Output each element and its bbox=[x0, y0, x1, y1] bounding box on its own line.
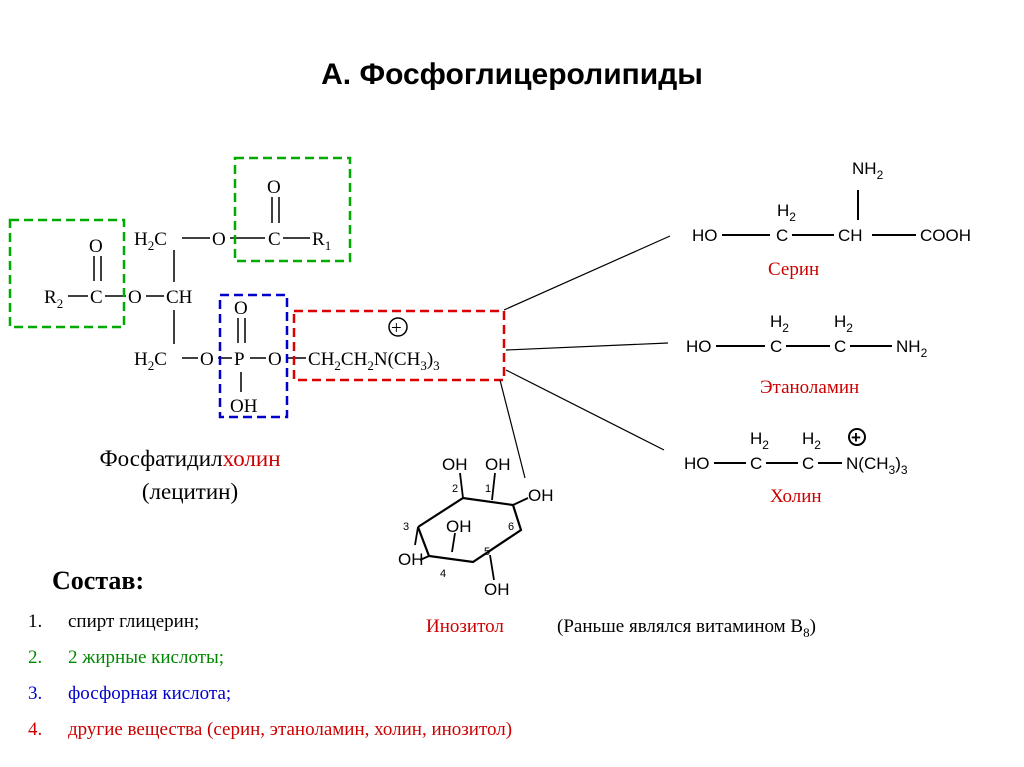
connector-inositol bbox=[499, 379, 526, 479]
ch-mid: CH bbox=[166, 287, 193, 308]
lecithin-alt-name: (лецитин) bbox=[141, 479, 239, 504]
inositol-c6: 6 bbox=[508, 521, 514, 533]
ethanolamine-label: Этаноламин bbox=[760, 377, 859, 398]
carbonyl-o-mid: O bbox=[89, 236, 103, 257]
item-text: 2 жирные кислоты; bbox=[68, 647, 225, 668]
ester-o-mid: O bbox=[128, 287, 142, 308]
inositol-oh-5: OH bbox=[484, 580, 510, 599]
choline-n-ch3: N(CH3)3 bbox=[846, 454, 908, 477]
inositol-oh-axial: OH bbox=[446, 517, 472, 536]
connector-serine bbox=[503, 235, 671, 311]
fatty-acid-box-2 bbox=[8, 218, 126, 329]
r1-group: R1 bbox=[312, 229, 331, 253]
serine-structure: HO C H2 CH NH2 COOH Серин bbox=[692, 159, 971, 280]
ethanolamine-c1: C bbox=[770, 337, 782, 356]
ethanolamine-h2-2: H2 bbox=[834, 312, 853, 335]
phosphate-box bbox=[218, 293, 289, 419]
connector-ethanolamine bbox=[505, 342, 669, 351]
item-number: 3. bbox=[28, 683, 43, 704]
lecithin-name-main: Фосфатидил bbox=[99, 446, 223, 471]
n-plus-charge: + bbox=[391, 318, 402, 339]
item-number: 2. bbox=[28, 647, 43, 668]
serine-ch: CH bbox=[838, 226, 863, 245]
inositol-note: (Раньше являлся витамином B8) bbox=[557, 616, 816, 640]
carbonyl-c-mid: C bbox=[90, 287, 103, 308]
h2c-bottom: H2C bbox=[134, 349, 167, 373]
serine-h2: H2 bbox=[777, 201, 796, 224]
composition-item-2: 2. 2 жирные кислоты; bbox=[28, 640, 512, 676]
base-box bbox=[292, 309, 506, 382]
item-text: фосфорная кислота; bbox=[68, 683, 232, 704]
choline-label: Холин bbox=[770, 486, 822, 507]
inositol-oh-3: OH bbox=[398, 550, 424, 569]
ethanolamine-nh2: NH2 bbox=[896, 337, 928, 360]
composition-item-3: 3. фосфорная кислота; bbox=[28, 676, 512, 712]
ethanolamine-structure: HO C H2 C H2 NH2 Этаноламин bbox=[686, 312, 928, 398]
item-text: другие вещества (серин, этаноламин, холи… bbox=[68, 719, 513, 740]
composition-item-4: 4. другие вещества (серин, этаноламин, хо… bbox=[28, 712, 512, 748]
phosphate-o-top: O bbox=[234, 298, 248, 319]
lecithin-name-accent: холин bbox=[222, 446, 281, 471]
composition-list: 1. спирт глицерин; 2. 2 жирные кислоты; 3.… bbox=[28, 604, 512, 748]
inositol-c1: 1 bbox=[485, 483, 491, 495]
choline-ho: HO bbox=[684, 454, 710, 473]
item-number: 4. bbox=[28, 719, 43, 740]
serine-c: C bbox=[776, 226, 788, 245]
choline-structure: HO C H2 C H2 N(CH3)3 + Холин bbox=[684, 428, 908, 507]
serine-label: Серин bbox=[768, 259, 819, 280]
ethanolamine-c2: C bbox=[834, 337, 846, 356]
slide-title: А. Фосфоглицеролипиды bbox=[321, 58, 703, 91]
serine-cooh: COOH bbox=[920, 226, 971, 245]
carbonyl-c-top: C bbox=[268, 229, 281, 250]
composition-item-1: 1. спирт глицерин; bbox=[28, 604, 512, 640]
inositol-oh-1: OH bbox=[485, 455, 511, 474]
inositol-c5: 5 bbox=[484, 546, 490, 558]
choline-h2-2: H2 bbox=[802, 429, 821, 452]
connector-choline bbox=[505, 369, 665, 451]
phosphate-o-right: O bbox=[268, 349, 282, 370]
serine-ho: HO bbox=[692, 226, 718, 245]
choline-c2: C bbox=[802, 454, 814, 473]
phosphorus: P bbox=[234, 349, 245, 370]
choline-chain: CH2CH2N(CH3)3 bbox=[308, 349, 440, 373]
serine-nh2: NH2 bbox=[852, 159, 884, 182]
inositol-oh-2: OH bbox=[442, 455, 468, 474]
ethanolamine-h2-1: H2 bbox=[770, 312, 789, 335]
inositol-c2: 2 bbox=[452, 483, 458, 495]
inositol-label: Инозитол bbox=[426, 616, 504, 637]
lecithin-name: Фосфатидилхолин bbox=[40, 442, 340, 475]
ester-o-top: O bbox=[212, 229, 226, 250]
carbonyl-o-top: O bbox=[267, 177, 281, 198]
choline-plus-charge: + bbox=[851, 428, 861, 447]
lecithin-caption: Фосфатидилхолин (лецитин) bbox=[40, 442, 340, 508]
choline-h2-1: H2 bbox=[750, 429, 769, 452]
lecithin-structure: H2C O C R1 O R2 C O CH O H2C O P O CH2CH… bbox=[8, 156, 506, 419]
ethanolamine-ho: HO bbox=[686, 337, 712, 356]
item-number: 1. bbox=[28, 611, 43, 632]
fatty-acid-box-1 bbox=[233, 156, 352, 263]
composition-title: Состав: bbox=[52, 566, 145, 595]
inositol-c3: 3 bbox=[403, 521, 409, 533]
phosphate-oh: OH bbox=[230, 396, 258, 417]
r2-group: R2 bbox=[44, 287, 63, 311]
h2c-top: H2C bbox=[134, 229, 167, 253]
inositol-oh-6: OH bbox=[528, 486, 554, 505]
item-text: спирт глицерин; bbox=[68, 611, 200, 632]
inositol-structure: OH OH OH OH OH OH 1 2 3 4 5 6 Инозитол (… bbox=[398, 455, 816, 640]
choline-c1: C bbox=[750, 454, 762, 473]
inositol-c4: 4 bbox=[440, 568, 446, 580]
phosphoester-o: O bbox=[200, 349, 214, 370]
